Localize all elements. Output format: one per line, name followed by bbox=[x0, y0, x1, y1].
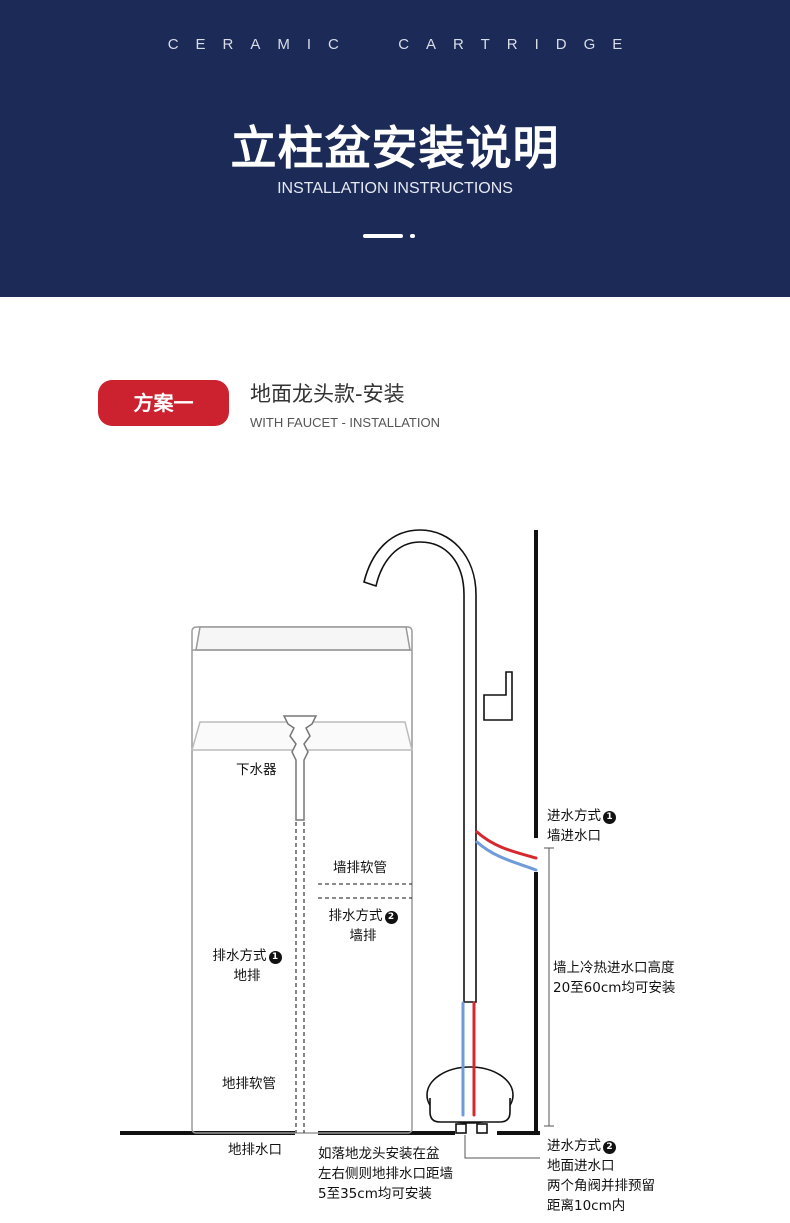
supply-pipes bbox=[461, 830, 538, 1117]
badge-number-2: 2 bbox=[384, 911, 398, 924]
page-subtitle: INSTALLATION INSTRUCTIONS bbox=[277, 180, 513, 197]
plan-subtitle: WITH FAUCET - INSTALLATION bbox=[250, 415, 440, 430]
plan-badge: 方案一 bbox=[98, 380, 229, 426]
height-line-2: 20至60cm均可安装 bbox=[553, 980, 676, 996]
page-title: 立柱盆安装说明 bbox=[230, 121, 560, 175]
inlet-2-line-3: 距离10cm内 bbox=[547, 1198, 626, 1214]
title-underline-dot bbox=[410, 234, 415, 238]
drain-method-1-desc: 地排 bbox=[233, 968, 261, 984]
badge-number-1: 1 bbox=[268, 951, 282, 964]
drain-method-2-title: 排水方式 bbox=[328, 908, 383, 924]
label-floor-outlet: 地排水口 bbox=[228, 1142, 282, 1158]
inlet-2-line-2: 两个角阀并排预留 bbox=[547, 1178, 655, 1194]
header-tagline: CERAMIC CARTRIDGE bbox=[167, 36, 640, 53]
label-wall-hose: 墙排软管 bbox=[333, 860, 387, 876]
inlet-2-line-1: 地面进水口 bbox=[547, 1158, 615, 1174]
drain-method-1-title: 排水方式 bbox=[212, 948, 267, 964]
pedestal-basin bbox=[191, 626, 413, 1134]
label-drain: 下水器 bbox=[236, 762, 277, 778]
drain-fitting bbox=[282, 715, 318, 821]
inlet-1-desc: 墙进水口 bbox=[547, 828, 601, 844]
drain-hoses bbox=[295, 822, 412, 1133]
note-line-3: 5至35cm均可安装 bbox=[318, 1186, 432, 1202]
floor-inlet-leader bbox=[464, 1135, 540, 1159]
height-line-1: 墙上冷热进水口高度 bbox=[553, 960, 675, 976]
label-install-note: 如落地龙头安装在盆 左右侧则地排水口距墙 5至35cm均可安装 bbox=[318, 1144, 453, 1204]
title-underline bbox=[363, 234, 403, 238]
height-dimension bbox=[544, 847, 554, 1127]
label-floor-hose: 地排软管 bbox=[222, 1076, 276, 1092]
label-inlet-height: 墙上冷热进水口高度 20至60cm均可安装 bbox=[553, 958, 675, 998]
plan-title: 地面龙头款-安装 bbox=[250, 382, 405, 406]
floor-faucet bbox=[363, 529, 514, 1134]
drain-method-2-desc: 墙排 bbox=[349, 928, 377, 944]
badge-number-inlet-2: 2 bbox=[603, 1141, 616, 1154]
header-banner: CERAMIC CARTRIDGE 立柱盆安装说明 INSTALLATION I… bbox=[0, 0, 790, 297]
inlet-2-title: 进水方式 bbox=[547, 1138, 601, 1154]
badge-number-inlet-1: 1 bbox=[603, 811, 616, 824]
note-line-1: 如落地龙头安装在盆 bbox=[318, 1146, 440, 1162]
note-line-2: 左右侧则地排水口距墙 bbox=[318, 1166, 453, 1182]
inlet-1-title: 进水方式 bbox=[547, 808, 601, 824]
